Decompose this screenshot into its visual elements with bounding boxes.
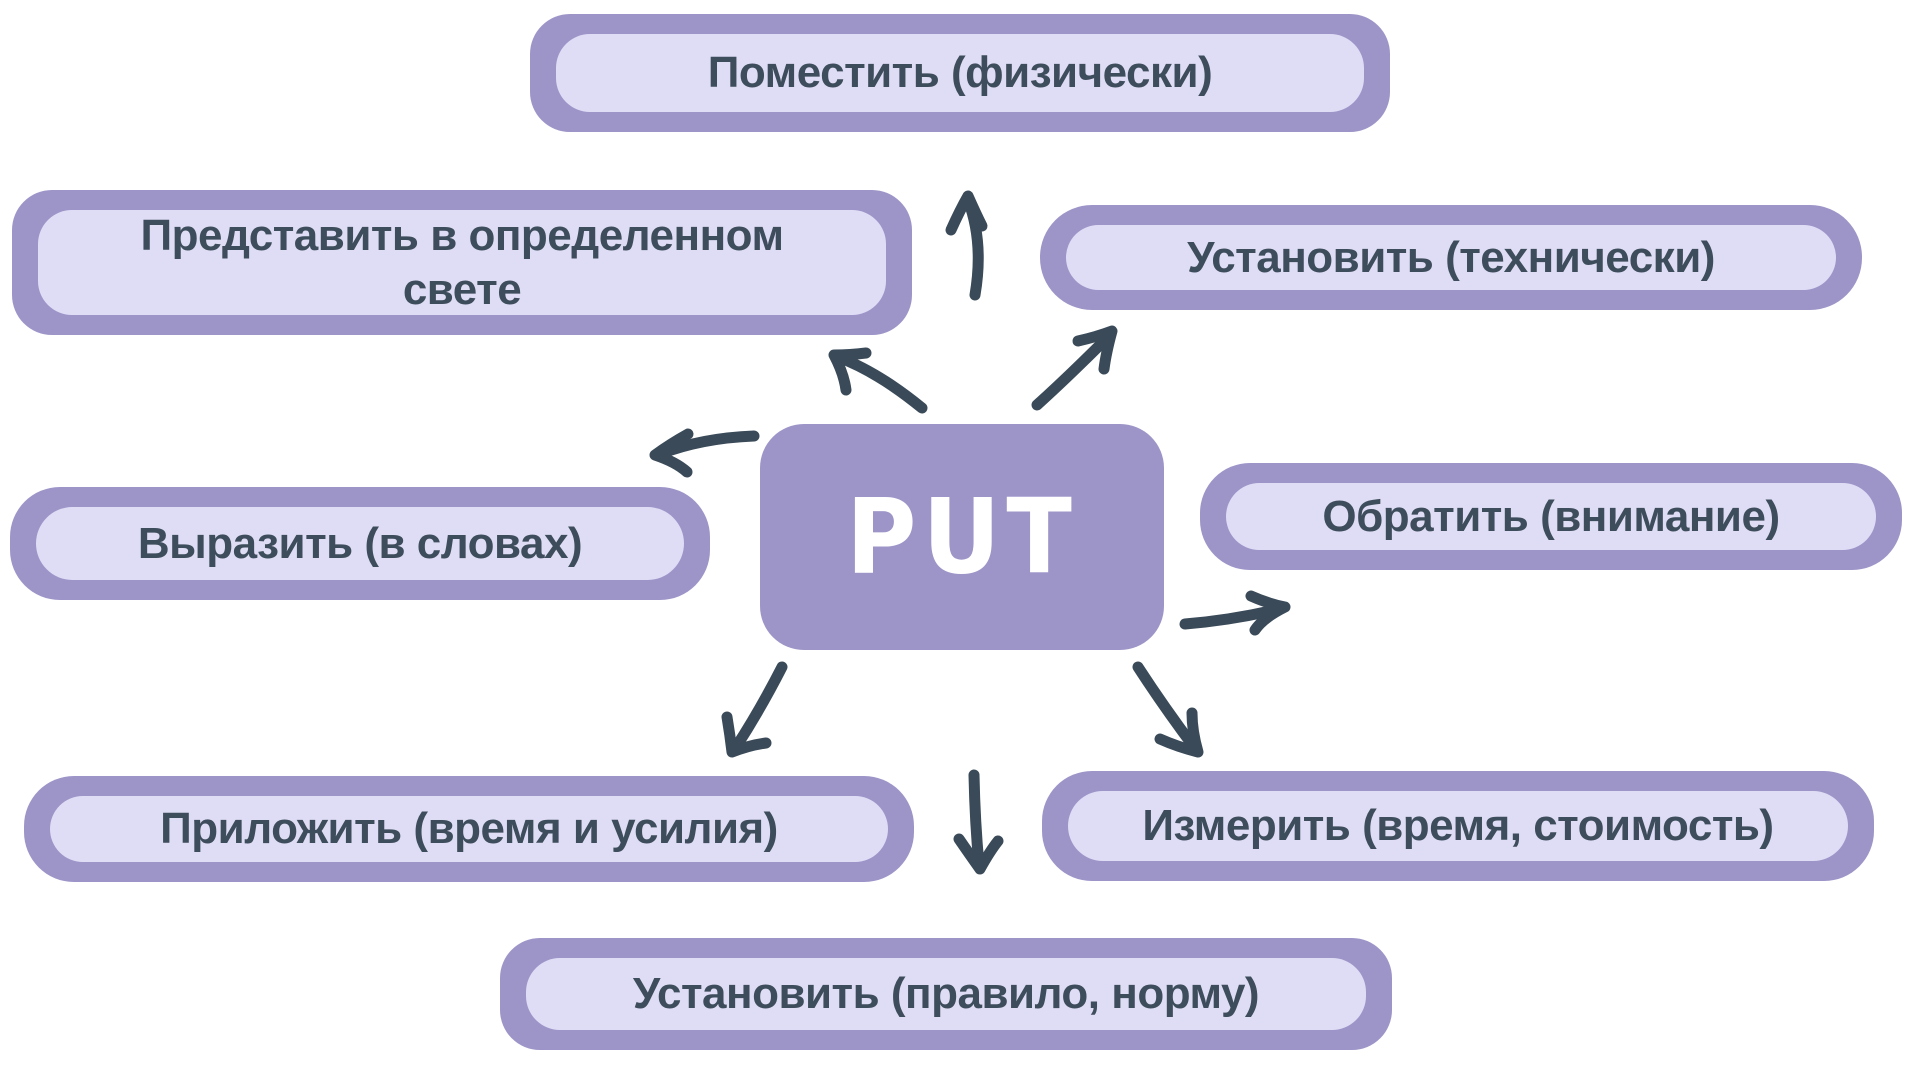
bubble-place-physically: Поместить (физически) xyxy=(530,14,1390,132)
arrow-right-icon xyxy=(1179,590,1291,636)
bubble-label: Выразить (в словах) xyxy=(137,518,583,568)
bubble-inner: Представить в определенном свете xyxy=(38,210,886,315)
bubble-label: Измерить (время, стоимость) xyxy=(1142,801,1774,851)
bubble-inner: Поместить (физически) xyxy=(556,34,1364,112)
bubble-label: Обратить (внимание) xyxy=(1322,491,1780,541)
bubble-apply-time-effort: Приложить (время и усилия) xyxy=(24,776,914,882)
bubble-express-in-words: Выразить (в словах) xyxy=(10,487,710,600)
center-label: PUT xyxy=(846,476,1078,598)
arrow-down-icon xyxy=(953,769,1004,875)
bubble-label: Установить (технически) xyxy=(1187,232,1715,282)
arrow-up-left-icon xyxy=(828,347,928,414)
bubble-inner: Обратить (внимание) xyxy=(1226,483,1876,550)
bubble-inner: Установить (технически) xyxy=(1066,225,1836,290)
bubble-label: Установить (правило, норму) xyxy=(632,969,1260,1019)
arrow-down-left-icon xyxy=(721,661,788,758)
bubble-pay-attention: Обратить (внимание) xyxy=(1200,463,1902,570)
bubble-measure-time-cost: Измерить (время, стоимость) xyxy=(1042,771,1874,881)
arrow-up-icon xyxy=(945,190,988,301)
arrow-left-icon xyxy=(649,428,760,478)
bubble-install-technically: Установить (технически) xyxy=(1040,205,1862,310)
bubble-present-in-light: Представить в определенном свете xyxy=(12,190,912,335)
bubble-inner: Приложить (время и усилия) xyxy=(50,796,888,862)
bubble-label: Представить в определенном свете xyxy=(140,210,784,314)
bubble-inner: Установить (правило, норму) xyxy=(526,958,1366,1030)
bubble-inner: Измерить (время, стоимость) xyxy=(1068,791,1848,861)
bubble-label: Поместить (физически) xyxy=(707,48,1213,98)
bubble-label: Приложить (время и усилия) xyxy=(160,804,778,854)
arrow-up-right-icon xyxy=(1031,325,1118,411)
center-node-put: PUT xyxy=(760,424,1164,650)
bubble-establish-rule-norm: Установить (правило, норму) xyxy=(500,938,1392,1050)
bubble-inner: Выразить (в словах) xyxy=(36,507,684,580)
arrow-down-right-icon xyxy=(1132,661,1204,758)
